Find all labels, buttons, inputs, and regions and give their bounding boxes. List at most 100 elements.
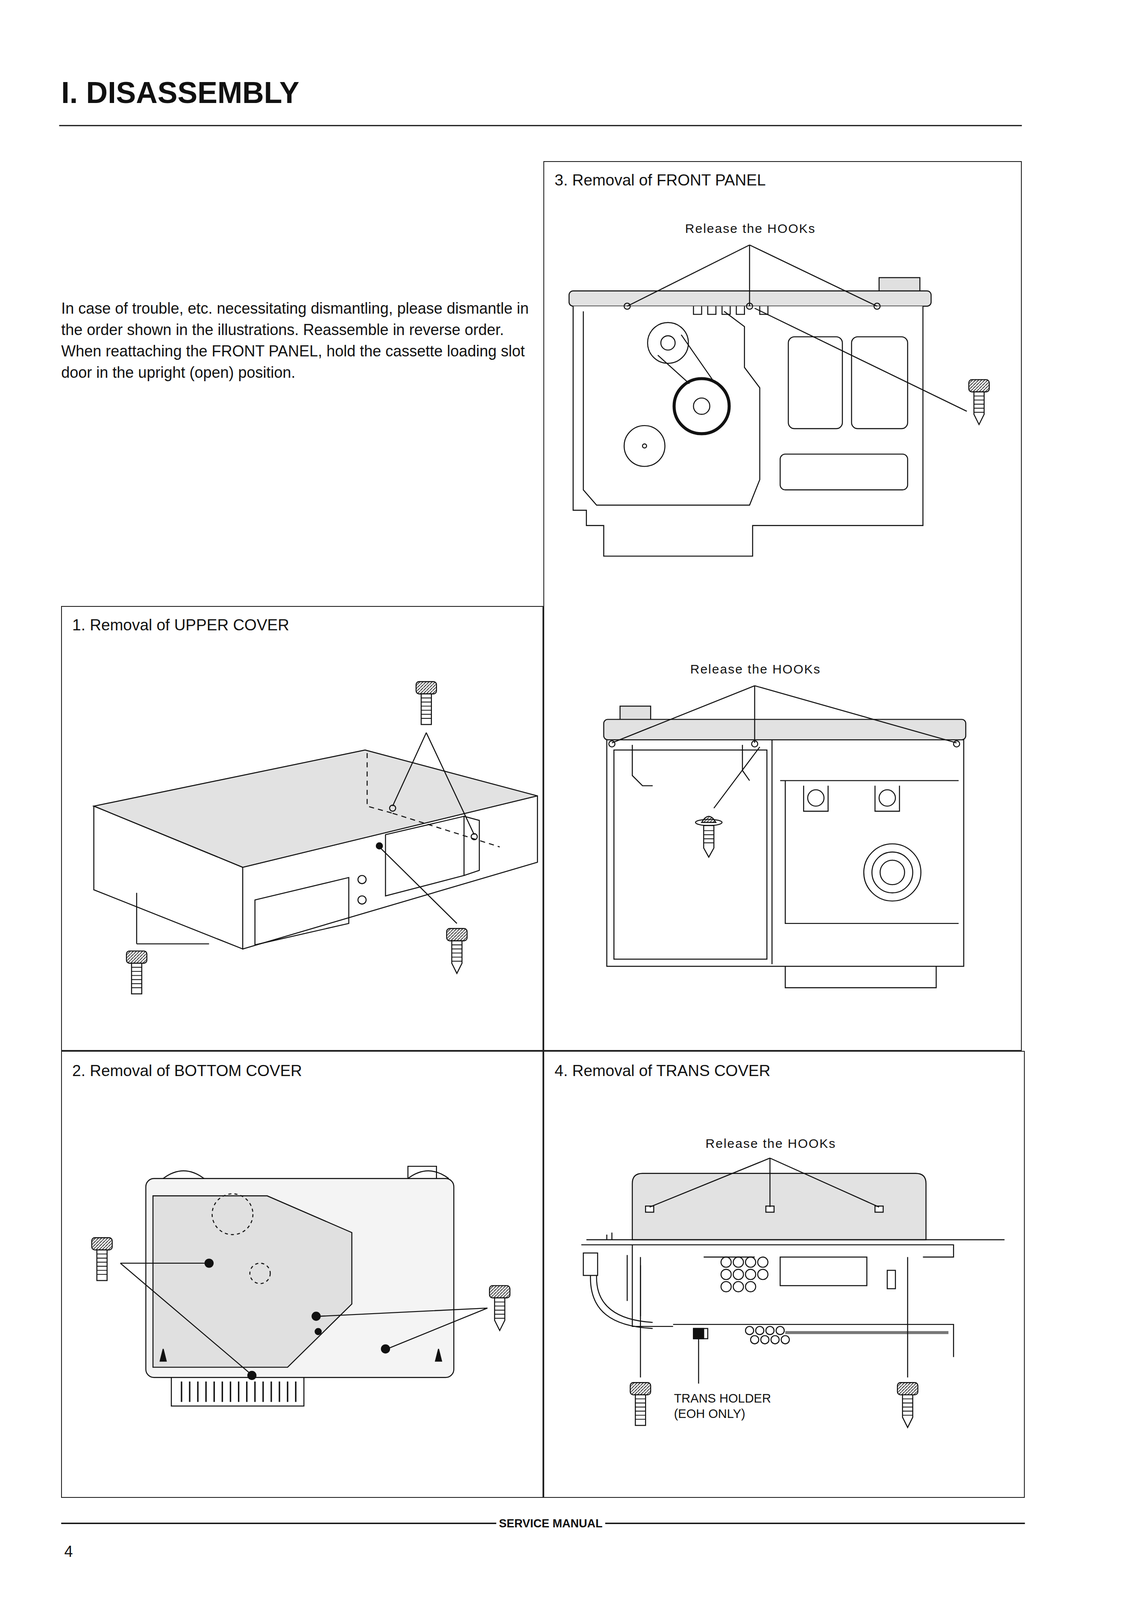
page-title: I. DISASSEMBLY (61, 75, 300, 110)
trans-cover-part (590, 1275, 653, 1329)
front-panel-inner-view-part (879, 859, 905, 885)
title-rule (58, 125, 1022, 127)
trans-cover-part (721, 1281, 732, 1292)
vcr-upper-cover-part (366, 752, 393, 813)
panel-heading: 2. Removal of BOTTOM COVER (72, 1061, 303, 1080)
trans-cover-part (649, 1157, 880, 1207)
vcr-upper-cover-part (93, 805, 244, 949)
front-panel-inner-view-part (803, 785, 900, 812)
front-panel-top-view-part (879, 277, 920, 292)
trans-cover-part (733, 1256, 744, 1267)
vcr-bottom-cover-part (145, 1178, 454, 1378)
panel-heading: 1. Removal of UPPER COVER (72, 615, 290, 634)
front-panel-top-view-part (573, 306, 924, 557)
hook-note: Release the HOOKs (705, 1135, 837, 1151)
vcr-bottom-cover-part (160, 1348, 167, 1361)
trans-cover-part (887, 1269, 896, 1289)
trans-cover-part (771, 1334, 780, 1344)
trans-cover-part (596, 1275, 653, 1323)
vcr-upper-cover-part (242, 795, 538, 949)
panel-heading: 3. Removal of FRONT PANEL (554, 171, 766, 190)
vcr-bottom-cover-part (163, 1170, 449, 1179)
front-panel-top-view-part (642, 443, 647, 449)
front-panel-top-view-part (746, 302, 753, 309)
vcr-upper-cover-part (392, 732, 475, 835)
hook-note: Release the HOOKs (690, 661, 822, 677)
trans-cover-part (745, 1325, 754, 1335)
front-panel-top-view-part (647, 322, 689, 364)
front-panel-top-view (568, 244, 967, 556)
trans-cover-part (765, 1325, 775, 1335)
front-panel-inner-view-part (871, 851, 913, 893)
front-panel-top-view-part (693, 306, 768, 315)
trans-cover-part (781, 1334, 790, 1344)
trans-cover-part (673, 1323, 954, 1357)
vcr-bottom-cover-part (152, 1195, 352, 1367)
illustration-part (695, 815, 722, 857)
trans-cover-part (632, 1173, 927, 1240)
vcr-upper-cover (93, 732, 538, 949)
illustration-part (897, 1381, 918, 1427)
hook-note: Release the HOOKs (685, 221, 816, 236)
front-panel-inner-view-part (785, 965, 936, 988)
front-panel-inner-view-part (771, 739, 773, 964)
front-panel-inner-view-part (863, 843, 921, 901)
vcr-upper-cover-part (463, 815, 480, 875)
front-panel-inner-view-part (611, 685, 957, 743)
vcr-bottom-cover-part (120, 1262, 250, 1372)
trans-cover-part (755, 1325, 764, 1335)
front-panel-top-view-part (754, 307, 968, 411)
vcr-upper-cover-part (255, 876, 349, 945)
front-panel-top-view-part (624, 425, 665, 467)
trans-cover-part (703, 1255, 755, 1257)
vcr-bottom-cover-part (407, 1165, 437, 1179)
footer-text: SERVICE MANUAL (496, 1516, 606, 1530)
trans-cover-part (760, 1334, 769, 1344)
vcr-bottom-cover-part (381, 1344, 390, 1353)
vcr-bottom-cover-part (315, 1328, 322, 1335)
trans-cover-part (581, 1244, 954, 1257)
trans-cover-part (697, 1338, 699, 1384)
front-panel-inner-view-part (953, 740, 960, 747)
trans-cover-part (776, 1325, 785, 1335)
trans-cover-part (606, 1231, 612, 1240)
vcr-upper-cover-part (379, 846, 457, 924)
trans-cover-part (721, 1268, 732, 1279)
figure-panel: 3. Removal of FRONT PANEL Release the HOO… (543, 161, 1022, 1051)
trans-cover (581, 1157, 1005, 1384)
vcr-upper-cover-part (357, 895, 367, 904)
vcr-upper-cover-part (376, 842, 383, 849)
vcr-bottom-cover-part (181, 1381, 296, 1402)
front-panel-top-view-part (851, 336, 908, 429)
front-panel-inner-view-part (632, 744, 750, 786)
trans-cover-part (745, 1281, 756, 1292)
front-panel-inner-view-part (807, 789, 825, 806)
figure-panel: 1. Removal of UPPER COVER (61, 605, 544, 1051)
front-panel-top-view-part (583, 310, 760, 505)
front-panel-inner-view-part (713, 746, 760, 808)
front-panel-top-view-part (627, 244, 877, 306)
vcr-bottom-cover-part (249, 1262, 271, 1284)
panel-heading: 4. Removal of TRANS COVER (554, 1061, 771, 1080)
vcr-bottom-cover (120, 1165, 488, 1406)
front-panel-top-view-part (873, 302, 880, 309)
vcr-upper-cover-part (392, 812, 500, 847)
front-panel-inner-view-part (780, 780, 959, 924)
illustration-part (489, 1284, 511, 1330)
vcr-bottom-cover-part (205, 1258, 214, 1267)
vcr-bottom-cover-part (312, 1311, 321, 1320)
front-panel-top-view-part (660, 335, 675, 350)
front-panel-inner-view-part (608, 740, 615, 747)
vcr-bottom-cover-part (171, 1376, 304, 1406)
front-panel-top-view-part (624, 302, 631, 309)
vcr-upper-cover-part (389, 804, 396, 811)
trans-cover-part (757, 1268, 769, 1279)
trans-cover-part (733, 1281, 744, 1292)
front-panel-top-view-part (657, 334, 714, 384)
vcr-bottom-cover-part (212, 1193, 253, 1235)
trans-cover-part (733, 1268, 744, 1279)
front-panel-inner-view-part (606, 739, 964, 966)
front-panel-top-view-part (780, 454, 908, 490)
trans-cover-part (745, 1256, 756, 1267)
